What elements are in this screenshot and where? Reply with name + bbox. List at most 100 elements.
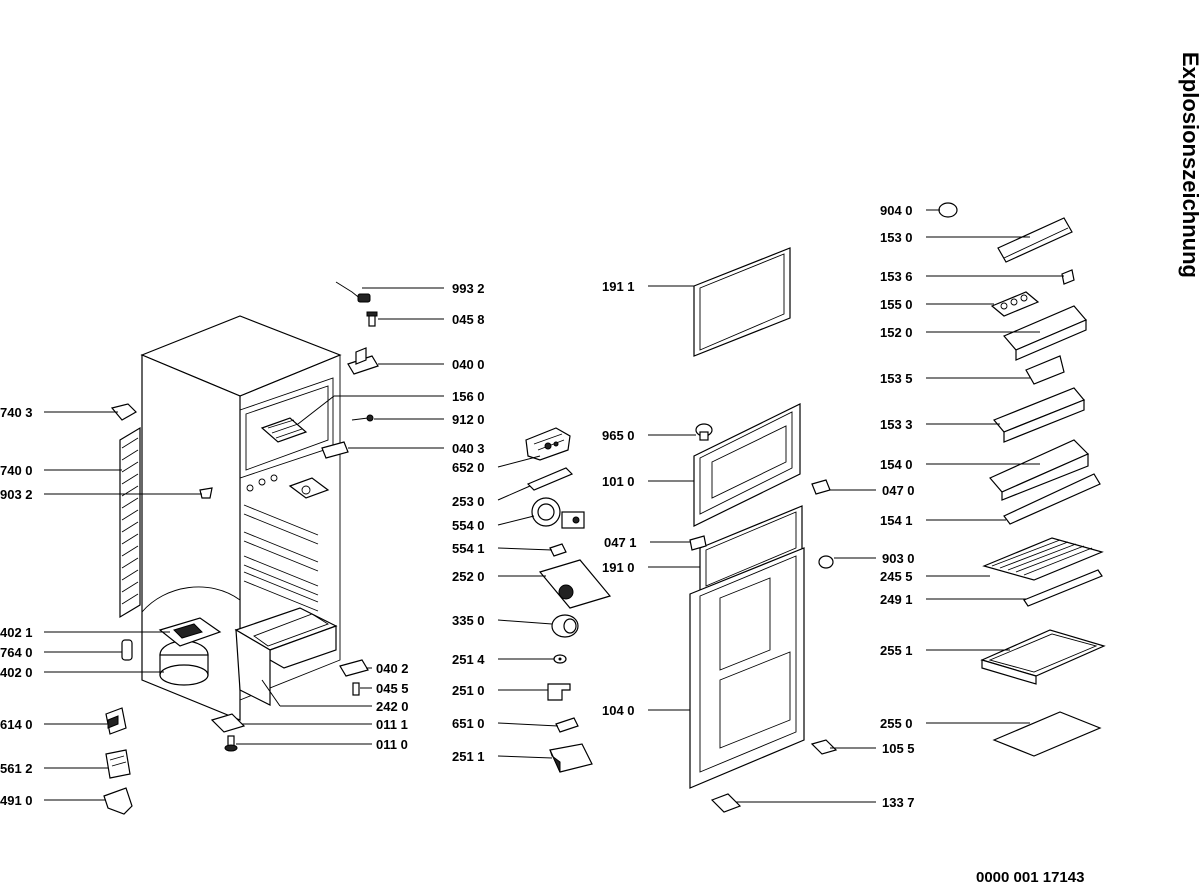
label-1337: 133 7 [882,795,915,810]
label-2491: 249 1 [880,592,913,607]
label-0402: 040 2 [376,661,409,676]
label-2514: 251 4 [452,652,485,667]
callout-0403: 040 3 [348,441,485,456]
callout-0458: 045 8 [378,312,485,327]
hinge-0471 [689,535,707,551]
bottle-shelf-1540 [989,439,1090,501]
callout-7400: 740 0 [0,463,122,478]
lamp-clip [549,543,567,557]
label-9650: 965 0 [602,428,635,443]
label-2511: 251 1 [452,749,485,764]
door-foot-1055 [810,739,838,755]
callout-1541: 154 1 [880,513,1006,528]
callout-4021: 402 1 [0,625,170,640]
label-1535: 153 5 [880,371,913,386]
freezer-door-knob [695,423,713,441]
thermostat-capillary [335,281,371,303]
butter-lid [997,217,1073,263]
screw-912 [351,414,374,422]
label-0458: 045 8 [452,312,485,327]
freezer-door-gasket [693,247,791,357]
label-6520: 652 0 [452,460,485,475]
callout-2510: 251 0 [452,683,548,698]
document-number: 0000 001 17143 [976,869,1084,885]
adjustable-foot [224,735,238,752]
screw-0455 [352,682,360,696]
cap-9040 [938,202,958,218]
label-4021: 402 1 [0,625,33,640]
label-1055: 105 5 [882,741,915,756]
label-1530: 153 0 [880,230,913,245]
callout-5541: 554 1 [452,541,553,556]
label-2550: 255 0 [880,716,913,731]
label-1010: 101 0 [602,474,635,489]
callout-2530: 253 0 [452,485,531,509]
callout-2491: 249 1 [880,592,1026,607]
label-2551: 255 1 [880,643,913,658]
callout-9650: 965 0 [602,428,696,443]
callout-1337: 133 7 [736,795,915,810]
callout-1560: 156 0 [297,389,485,425]
label-9032: 903 2 [0,487,33,502]
callout-9120: 912 0 [374,412,485,427]
screw [366,311,378,327]
hinge-pin-0403 [321,441,349,459]
callout-6140: 614 0 [0,717,108,732]
callout-3350: 335 0 [452,613,553,628]
wire-shelf [982,537,1104,581]
bracket-2510 [547,683,571,701]
clip-1536 [1061,269,1075,285]
callout-1010: 101 0 [602,474,694,489]
label-2530: 253 0 [452,494,485,509]
callout-2551: 255 1 [880,643,1010,658]
callout-0400: 040 0 [378,357,485,372]
callout-9032: 903 2 [0,487,202,502]
knob-9030 [818,555,834,569]
hinge-lower-0402 [339,659,369,677]
washer [553,654,567,664]
egg-tray [990,291,1040,317]
label-4020: 402 0 [0,665,33,680]
label-0471: 047 1 [604,535,637,550]
overload-protector [105,749,131,779]
callout-1055: 105 5 [830,741,915,756]
callout-5540: 554 0 [452,515,535,533]
callout-1520: 152 0 [880,325,1040,340]
callout-1550: 155 0 [880,297,994,312]
label-1520: 152 0 [880,325,913,340]
label-6510: 651 0 [452,716,485,731]
callout-1540: 154 0 [880,457,1040,472]
bottle-rail [1003,473,1101,525]
label-1540: 154 0 [880,457,913,472]
callout-1040: 104 0 [602,703,690,718]
callout-0110: 011 0 [236,737,408,752]
thermostat-housing [525,427,571,461]
label-0400: 040 0 [452,357,485,372]
label-2510: 251 0 [452,683,485,698]
crisper-cover [992,711,1102,757]
callout-9932: 993 2 [362,281,485,296]
callout-1910: 191 0 [602,560,700,575]
label-0110: 011 0 [376,737,408,752]
drain-cap [110,403,137,421]
callout-9040: 904 0 [880,203,940,218]
label-1040: 104 0 [602,703,635,718]
label-5541: 554 1 [452,541,485,556]
capacitor [121,639,133,661]
label-7400: 740 0 [0,463,33,478]
label-9040: 904 0 [880,203,913,218]
label-9932: 993 2 [452,281,485,296]
label-9030: 903 0 [882,551,915,566]
label-4910: 491 0 [0,793,33,808]
label-5612: 561 2 [0,761,33,776]
callout-0471: 047 1 [604,535,690,550]
condenser-coil [119,426,141,619]
callout-1530: 153 0 [880,230,1030,245]
clip-9032 [199,487,213,499]
callout-7403: 740 3 [0,405,118,420]
callout-2550: 255 0 [880,716,1030,731]
callout-0455: 045 5 [360,681,409,696]
label-9120: 912 0 [452,412,485,427]
callout-5612: 561 2 [0,761,108,776]
